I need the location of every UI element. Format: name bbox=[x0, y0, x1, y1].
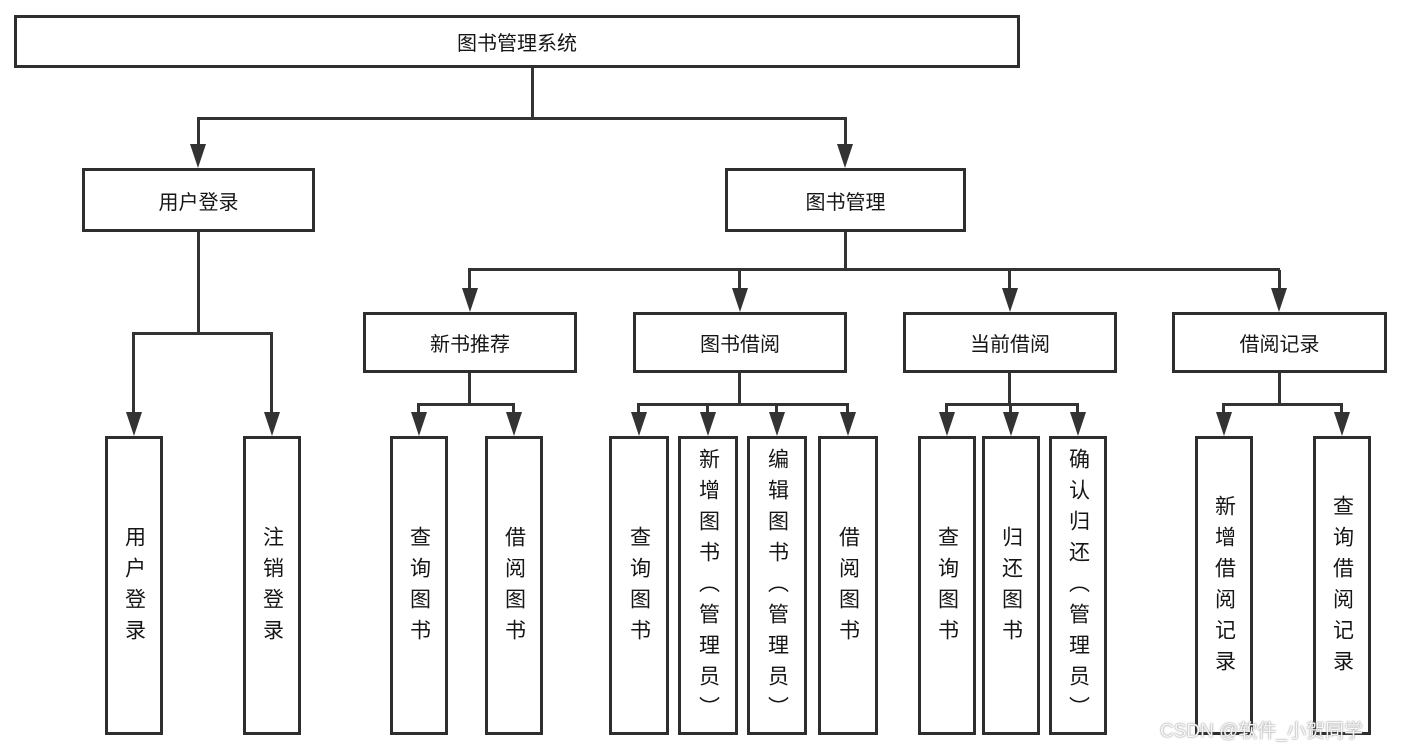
node-leaf-query-books-recommend: 查询图书 bbox=[390, 436, 448, 735]
connector-drop-query1 bbox=[417, 405, 420, 415]
connector-drop-query2 bbox=[637, 405, 640, 415]
connector-drop-leaf-logout bbox=[270, 334, 273, 416]
connector-root-split bbox=[197, 117, 847, 120]
connector-drop-borrow1 bbox=[512, 405, 515, 415]
arrowhead-current bbox=[1002, 288, 1018, 312]
node-current-borrowing: 当前借阅 bbox=[903, 312, 1117, 373]
connector-drop-add-record bbox=[1222, 405, 1225, 415]
arrowhead-book-mgmt bbox=[837, 144, 853, 168]
connector-drop-leaf-login bbox=[132, 334, 135, 416]
connector-root-stem bbox=[531, 68, 534, 120]
arrowhead-leaf-logout bbox=[264, 412, 280, 436]
arrowhead-return bbox=[1003, 412, 1019, 436]
node-leaf-borrow-books: 借阅图书 bbox=[818, 436, 878, 735]
arrowhead-add-record bbox=[1216, 412, 1232, 436]
node-leaf-query-books-borrowing: 查询图书 bbox=[609, 436, 669, 735]
node-borrowing-records: 借阅记录 bbox=[1172, 312, 1387, 373]
node-new-book-recommend: 新书推荐 bbox=[363, 312, 577, 373]
connector-drop-recommend bbox=[468, 270, 471, 290]
arrowhead-user-login bbox=[190, 144, 206, 168]
arrowhead-borrow1 bbox=[506, 412, 522, 436]
connector-drop-edit-books bbox=[775, 405, 778, 415]
node-leaf-return-books: 归还图书 bbox=[982, 436, 1040, 735]
node-leaf-user-login: 用户登录 bbox=[105, 436, 163, 735]
arrowhead-query3 bbox=[939, 412, 955, 436]
arrowhead-borrowing bbox=[732, 288, 748, 312]
connector-bookmgmt-split bbox=[468, 268, 1280, 271]
arrowhead-query2 bbox=[631, 412, 647, 436]
arrowhead-add-books bbox=[700, 412, 716, 436]
arrowhead-confirm bbox=[1070, 412, 1086, 436]
arrowhead-query-record bbox=[1334, 412, 1350, 436]
node-leaf-add-borrow-record: 新增借阅记录 bbox=[1195, 436, 1253, 735]
node-leaf-edit-books-admin: 编辑图书（管理员） bbox=[747, 436, 807, 735]
arrowhead-leaf-login bbox=[126, 412, 142, 436]
connector-current-stem bbox=[1008, 373, 1011, 406]
connector-drop-borrowing bbox=[738, 270, 741, 290]
arrowhead-borrow2 bbox=[840, 412, 856, 436]
arrowhead-query1 bbox=[411, 412, 427, 436]
node-leaf-query-borrow-record: 查询借阅记录 bbox=[1313, 436, 1371, 735]
node-book-management-system: 图书管理系统 bbox=[14, 15, 1020, 68]
node-leaf-query-books-current: 查询图书 bbox=[918, 436, 976, 735]
connector-drop-records bbox=[1278, 270, 1281, 290]
connector-userlogin-stem bbox=[197, 232, 200, 335]
connector-recommend-split bbox=[417, 403, 515, 406]
arrowhead-recommend bbox=[462, 288, 478, 312]
node-leaf-logout: 注销登录 bbox=[243, 436, 301, 735]
connector-records-split bbox=[1222, 403, 1343, 406]
connector-recommend-stem bbox=[468, 373, 471, 406]
arrowhead-records bbox=[1271, 288, 1287, 312]
node-user-login: 用户登录 bbox=[82, 168, 315, 232]
node-leaf-borrow-books-recommend: 借阅图书 bbox=[485, 436, 543, 735]
connector-drop-return bbox=[1009, 405, 1012, 415]
connector-current-split bbox=[945, 403, 1079, 406]
connector-drop-borrow2 bbox=[846, 405, 849, 415]
csdn-watermark: CSDN @软件_小贺同学 bbox=[1160, 721, 1363, 742]
connector-drop-confirm bbox=[1076, 405, 1079, 415]
connector-drop-book-mgmt bbox=[844, 119, 847, 147]
connector-drop-user-login bbox=[197, 119, 200, 147]
connector-drop-query3 bbox=[945, 405, 948, 415]
node-book-borrowing: 图书借阅 bbox=[633, 312, 847, 373]
node-leaf-confirm-return-admin: 确认归还（管理员） bbox=[1049, 436, 1107, 735]
connector-drop-query-record bbox=[1340, 405, 1343, 415]
node-leaf-add-books-admin: 新增图书（管理员） bbox=[678, 436, 738, 735]
connector-records-stem bbox=[1278, 373, 1281, 406]
connector-borrowing-stem bbox=[738, 373, 741, 406]
connector-drop-current bbox=[1008, 270, 1011, 290]
arrowhead-edit-books bbox=[769, 412, 785, 436]
node-book-management: 图书管理 bbox=[725, 168, 966, 232]
connector-userlogin-split bbox=[132, 332, 273, 335]
connector-borrowing-split bbox=[637, 403, 849, 406]
connector-drop-add-books bbox=[706, 405, 709, 415]
connector-bookmgmt-stem bbox=[844, 232, 847, 270]
